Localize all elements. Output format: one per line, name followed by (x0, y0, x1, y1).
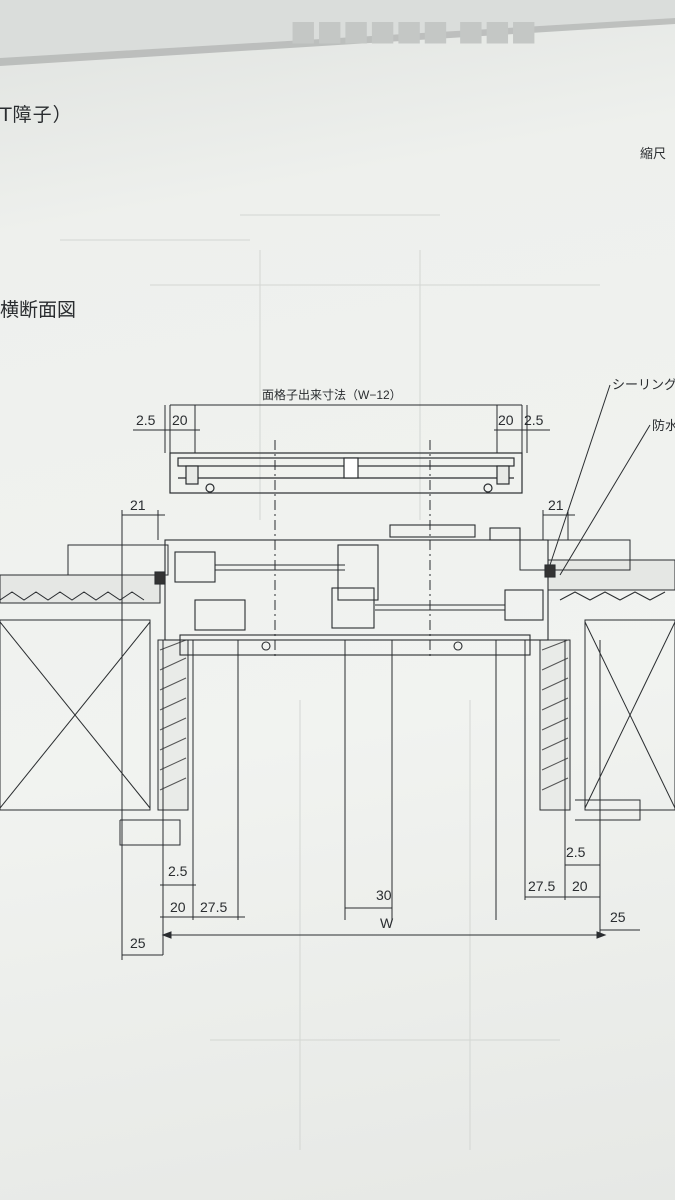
dim-mid-right-21: 21 (548, 497, 564, 513)
document-heading: T障子） (0, 104, 73, 126)
window-frame (154, 524, 556, 656)
dim-center-30: 30 (376, 887, 392, 903)
dim-overall-w: W (380, 915, 394, 931)
dim-bottom-right-2-5: 2.5 (566, 844, 586, 860)
dim-top-right-20: 20 (498, 412, 514, 428)
dim-outer-left-25: 25 (130, 935, 146, 951)
dim-mid-left-21: 21 (130, 497, 146, 513)
svg-text:■■■■■■ ■■■: ■■■■■■ ■■■ (290, 14, 537, 47)
section-title: 横断面図 (0, 299, 77, 321)
dim-bottom-left-20: 20 (170, 899, 186, 915)
dim-bottom-left-27-5: 27.5 (200, 899, 227, 915)
dim-bottom-right-27-5: 27.5 (528, 878, 555, 894)
dimension-texts: 面格子出来寸法（W−12） 2.5 20 20 2.5 21 21 2.5 20… (130, 387, 626, 951)
bleed-through-lines (60, 214, 600, 1150)
page-fold: ■■■■■■ ■■■ (0, 0, 675, 66)
dim-bottom-right-20: 20 (572, 878, 588, 894)
centerlines (274, 440, 431, 660)
dim-top-right-2-5: 2.5 (524, 412, 544, 428)
dim-outer-right-25: 25 (610, 909, 626, 925)
dim-top-left-20: 20 (172, 412, 188, 428)
dim-bottom-left-2-5: 2.5 (168, 863, 188, 879)
dim-top-left-2-5: 2.5 (136, 412, 156, 428)
leader-label-sealing: シーリング (612, 378, 675, 393)
leader-label-waterproof: 防水 (652, 419, 675, 434)
bottom-dimension-lines (122, 514, 640, 956)
top-dimension-label: 面格子出来寸法（W−12） (262, 387, 402, 402)
vertical-extension-lines (121, 510, 601, 960)
scale-label: 縮尺 (640, 147, 667, 162)
top-dimension-lines (133, 404, 550, 453)
left-wall (0, 544, 189, 846)
lattice-top (169, 452, 523, 494)
